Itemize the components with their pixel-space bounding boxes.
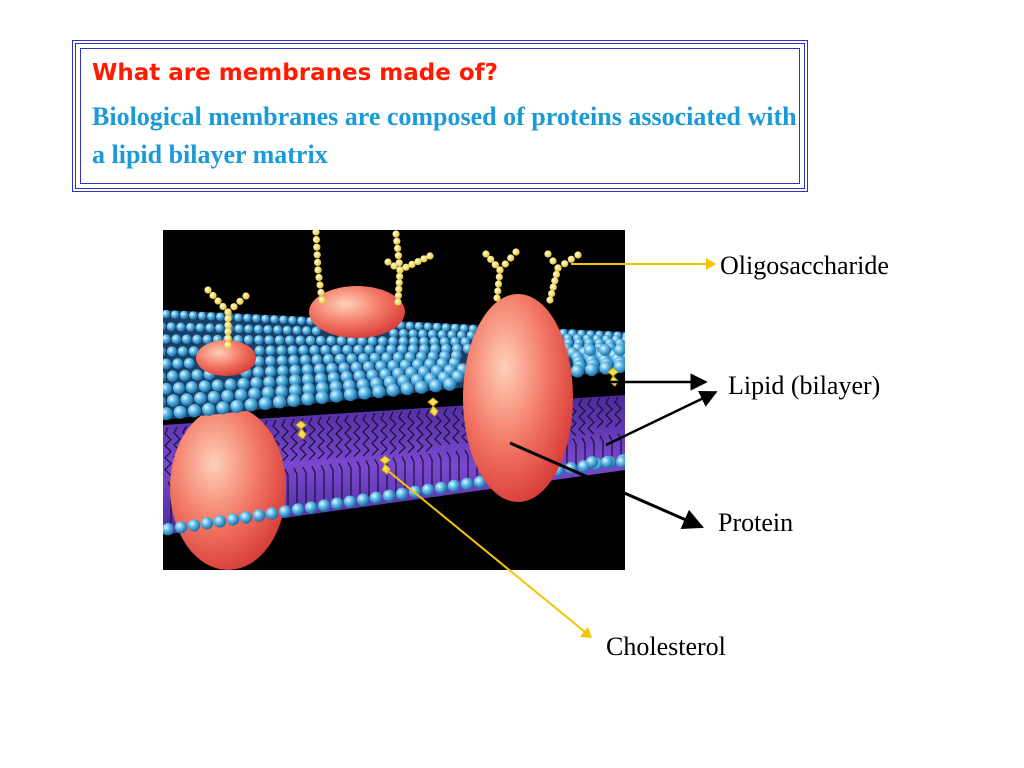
oligosaccharide-pointer (571, 258, 716, 270)
protein-back (309, 286, 405, 338)
cholesterol-pointer (386, 469, 592, 638)
top-head-layer (163, 309, 625, 421)
title-question: What are membranes made of? (92, 60, 498, 86)
protein-small-left (196, 340, 256, 376)
protein-bottom-left (170, 406, 286, 570)
label-oligosaccharide: Oligosaccharide (720, 251, 889, 280)
protein-pointer (509, 441, 704, 530)
title-body: Biological membranes are composed of pro… (92, 102, 797, 169)
label-cholesterol: Cholesterol (606, 632, 726, 661)
lipid-pointer (582, 373, 718, 447)
oligosaccharide-chains (204, 230, 582, 349)
title-box: What are membranes made of? Biological m… (72, 40, 808, 192)
label-lipid-bilayer: Lipid (bilayer) (728, 371, 881, 400)
protein-large-right (463, 294, 573, 502)
label-protein: Protein (718, 508, 794, 537)
